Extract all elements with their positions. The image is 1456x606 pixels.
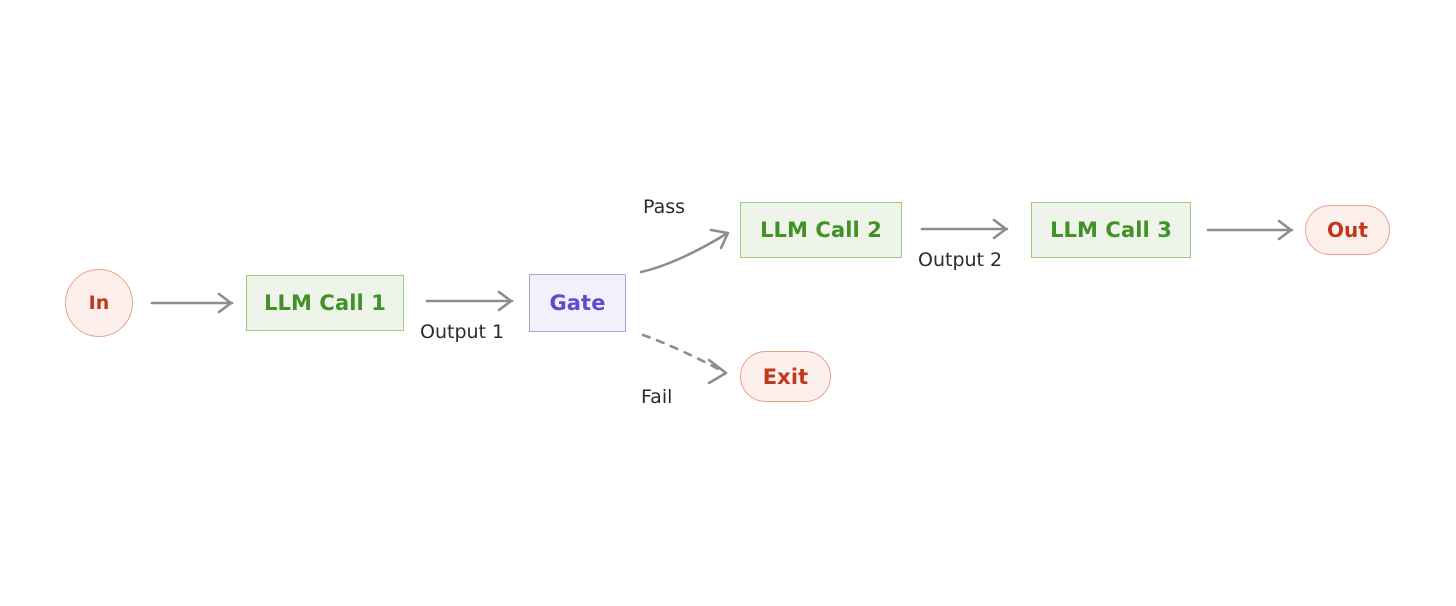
node-llm-call-2-label: LLM Call 2 [760,218,882,242]
node-gate-label: Gate [549,291,606,315]
node-gate[interactable]: Gate [529,274,626,332]
edge-label-output-1: Output 1 [420,321,505,343]
edge-in-to-call1 [150,292,234,314]
node-llm-call-3-label: LLM Call 3 [1050,218,1172,242]
edge-call1-to-gate [425,290,514,312]
node-exit-label: Exit [762,364,809,389]
node-llm-call-1[interactable]: LLM Call 1 [246,275,404,331]
edge-call2-to-call3 [920,218,1009,240]
node-in[interactable]: In [65,269,133,337]
edge-gate-fail [641,333,728,385]
edge-gate-pass [639,228,730,274]
edge-label-pass: Pass [643,196,686,218]
edge-label-output-2: Output 2 [918,249,1003,271]
edge-label-fail: Fail [641,386,673,408]
node-exit[interactable]: Exit [740,351,831,402]
edge-call3-to-out [1206,219,1294,241]
node-llm-call-1-label: LLM Call 1 [264,291,386,315]
node-llm-call-2[interactable]: LLM Call 2 [740,202,902,258]
node-llm-call-3[interactable]: LLM Call 3 [1031,202,1191,258]
node-out[interactable]: Out [1305,205,1390,255]
node-out-label: Out [1326,218,1369,242]
node-in-label: In [88,292,110,314]
